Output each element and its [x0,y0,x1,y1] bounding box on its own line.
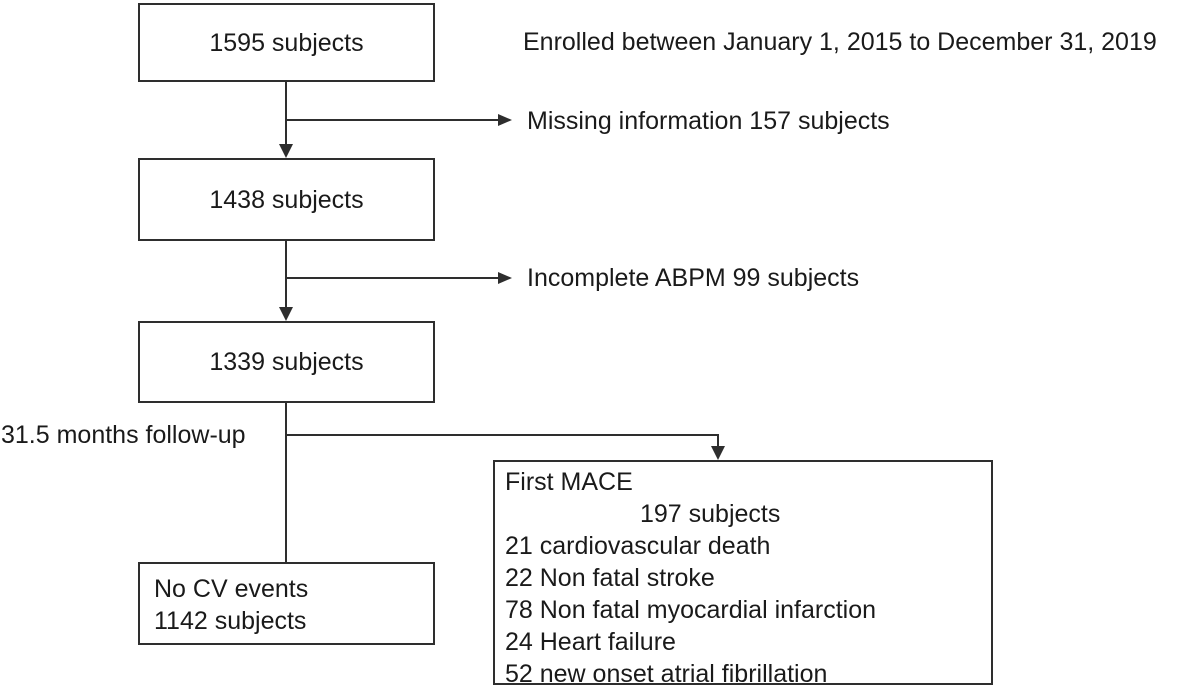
arrowhead-down-1339 [279,307,293,321]
mace-item-atrial-fibrillation: 52 new onset atrial fibrillation [505,660,828,687]
box-enrolled-label: 1595 subjects [209,28,364,57]
no-cv-events-label: No CV events [154,575,309,603]
box-after-missing-label: 1438 subjects [209,185,364,214]
arrowhead-right-abpm [498,272,512,284]
mace-item-cardiovascular-death: 21 cardiovascular death [505,532,771,560]
no-cv-events-count: 1142 subjects [154,607,307,635]
arrowhead-right-missing [498,114,512,126]
box-after-abpm: 1339 subjects [138,321,435,403]
box-after-abpm-label: 1339 subjects [209,348,364,376]
box-enrolled-subjects: 1595 subjects [138,3,435,82]
arrowhead-down-1438 [279,144,293,158]
box-first-mace: First MACE 197 subjects 21 cardiovascula… [493,460,993,687]
box-no-cv-events: No CV events 1142 subjects [138,562,435,645]
enrollment-period-label: Enrolled between January 1, 2015 to Dece… [523,28,1157,56]
first-mace-title: First MACE [505,468,633,496]
mace-item-non-fatal-stroke: 22 Non fatal stroke [505,564,715,592]
arrowhead-down-mace [711,446,725,460]
connector-branch-mace [286,434,719,448]
mace-item-heart-failure: 24 Heart failure [505,628,676,656]
box-after-missing: 1438 subjects [138,158,435,241]
missing-information-label: Missing information 157 subjects [527,107,890,135]
mace-item-myocardial-infarction: 78 Non fatal myocardial infarction [505,596,877,624]
follow-up-label: 31.5 months follow-up [1,421,246,449]
incomplete-abpm-label: Incomplete ABPM 99 subjects [527,264,860,292]
first-mace-count: 197 subjects [640,500,781,528]
